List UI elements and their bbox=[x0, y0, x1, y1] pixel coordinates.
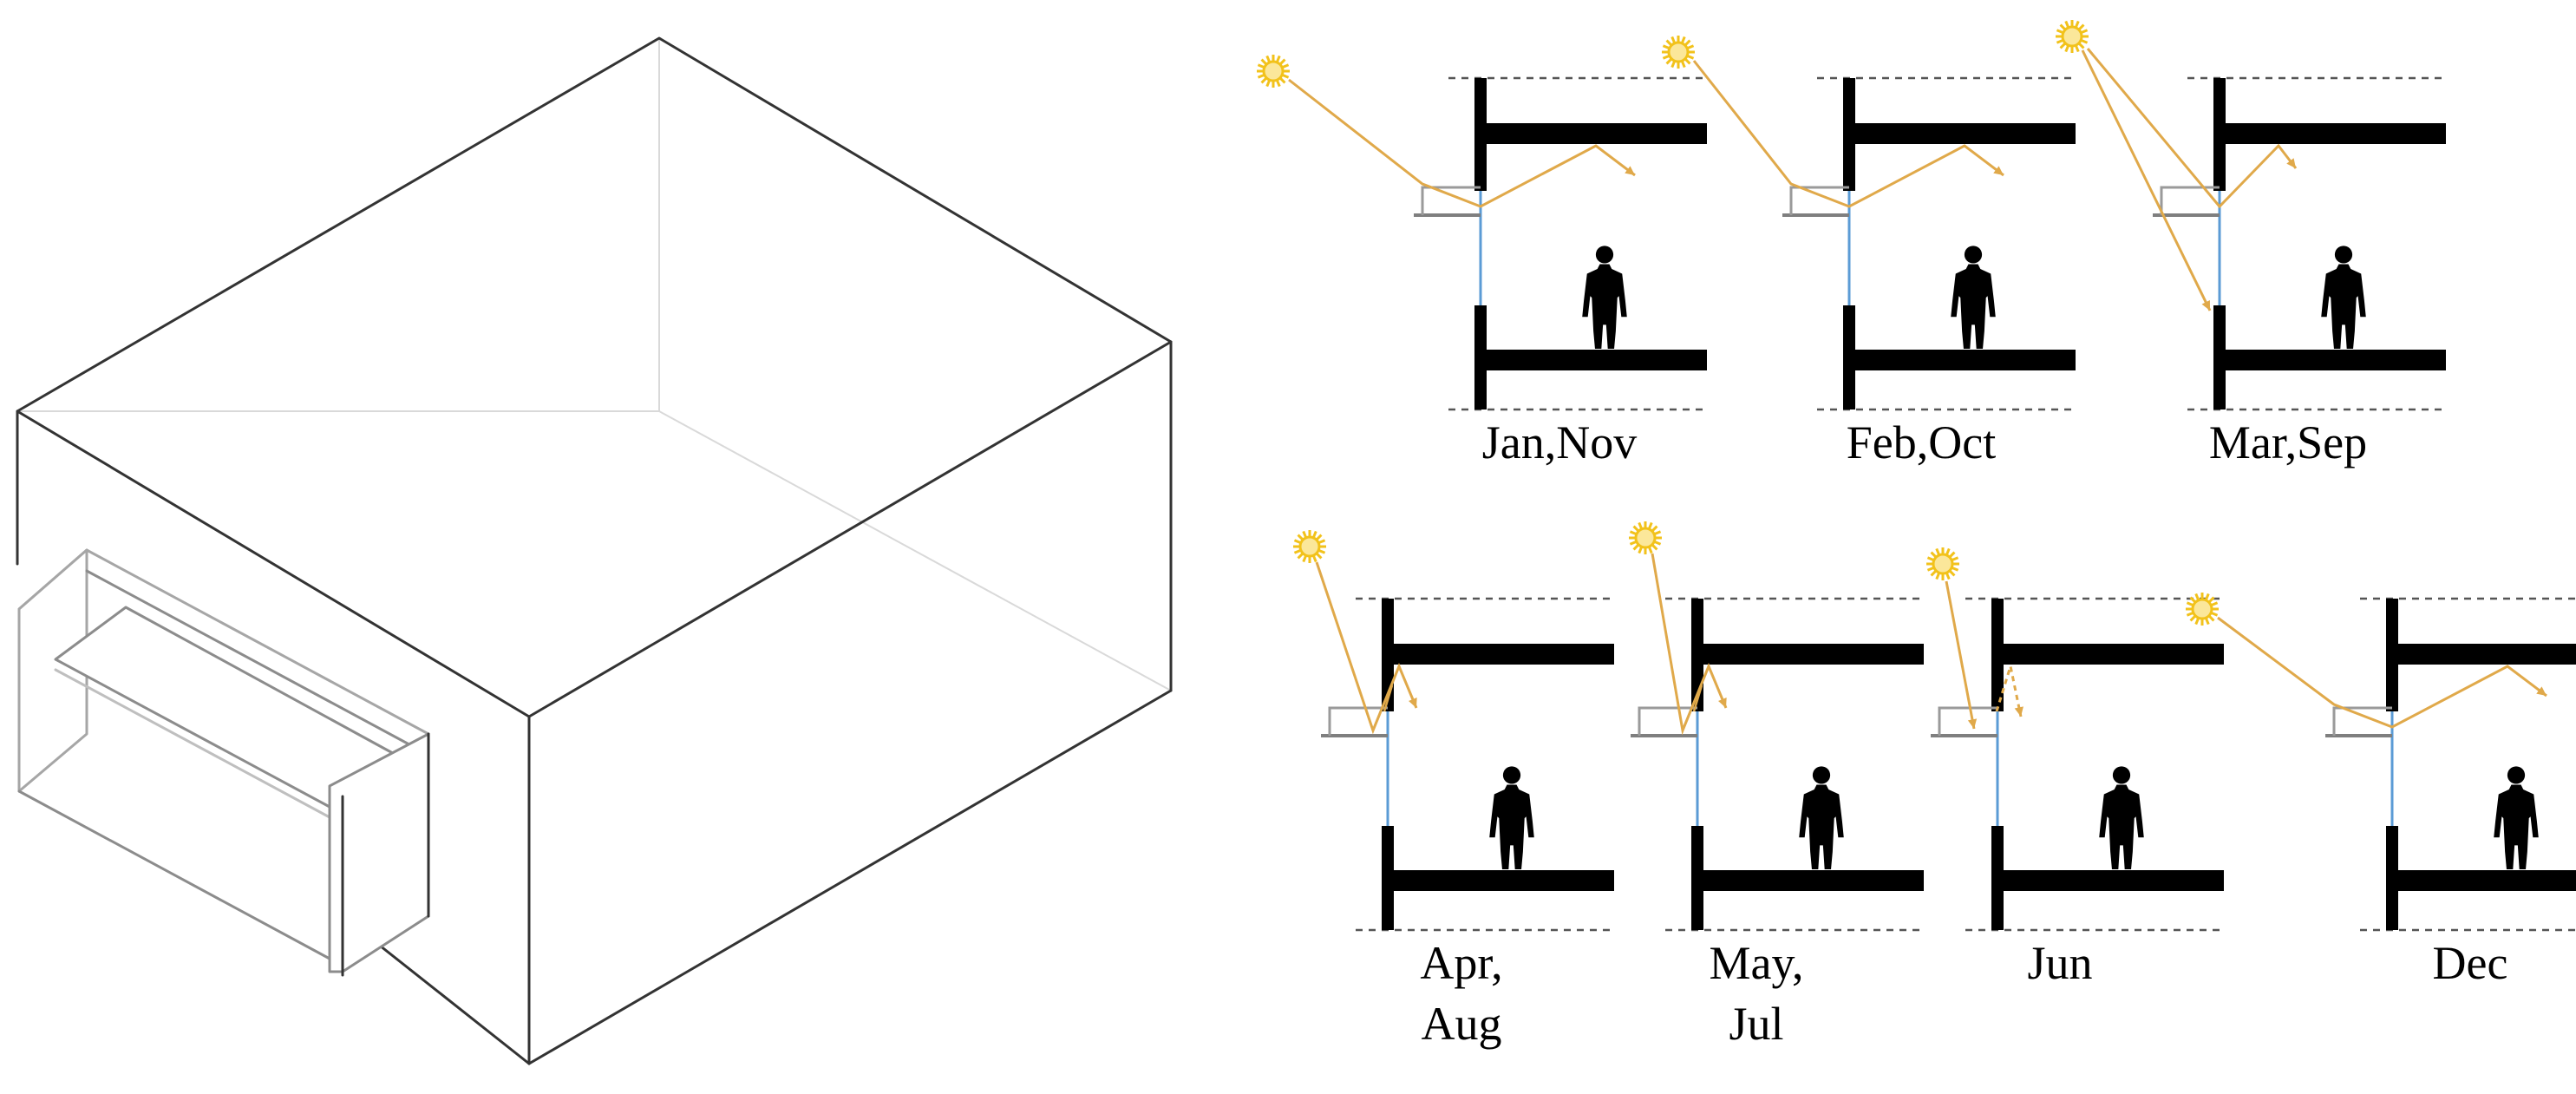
sun-icon bbox=[2186, 593, 2219, 626]
hidden-edges bbox=[16, 37, 1172, 691]
panel-label: Apr, bbox=[1420, 937, 1502, 989]
panel-label: Jul bbox=[1729, 998, 1783, 1050]
light-shelf-upper bbox=[1421, 186, 1481, 215]
panel-label: Jun bbox=[2027, 937, 2092, 989]
floor-slab bbox=[1691, 870, 1924, 891]
section-panel-mar-sep: Mar,Sep bbox=[2056, 20, 2448, 468]
sun-icon bbox=[1293, 530, 1326, 563]
light-shelf-upper bbox=[1328, 706, 1388, 736]
person-icon bbox=[2321, 246, 2366, 349]
room-model-drawing bbox=[16, 36, 1173, 1065]
person-icon bbox=[1799, 766, 1844, 869]
section-panel-jan-nov: Jan,Nov bbox=[1257, 55, 1709, 468]
room-box-outline bbox=[16, 36, 1173, 1065]
ceiling-slab bbox=[2213, 123, 2446, 144]
sun-icon bbox=[2056, 20, 2089, 53]
ceiling-slab bbox=[1991, 644, 2224, 665]
floor-slab bbox=[1843, 350, 2076, 370]
ceiling-slab bbox=[2386, 644, 2576, 665]
person-icon bbox=[1489, 766, 1534, 869]
sun-icon bbox=[1257, 55, 1290, 88]
section-panel-apr-aug: Apr, Aug bbox=[1293, 530, 1616, 1050]
ceiling-slab bbox=[1474, 123, 1707, 144]
floor-slab bbox=[2386, 870, 2576, 891]
floor-slab bbox=[1382, 870, 1614, 891]
panel-label: Feb,Oct bbox=[1847, 416, 1996, 468]
sun-icon bbox=[1926, 547, 1959, 580]
panel-label: May, bbox=[1710, 937, 1804, 989]
light-shelf-upper bbox=[2332, 706, 2392, 736]
light-shelf-upper bbox=[1638, 706, 1697, 736]
sun-icon bbox=[1629, 521, 1662, 554]
floor-slab bbox=[1991, 870, 2224, 891]
panel-label: Mar,Sep bbox=[2209, 416, 2367, 468]
person-icon bbox=[2099, 766, 2144, 869]
floor-slab bbox=[1474, 350, 1707, 370]
ceiling-slab bbox=[1382, 644, 1614, 665]
person-icon bbox=[1951, 246, 1996, 349]
panel-label: Jan,Nov bbox=[1482, 416, 1637, 468]
sun-icon bbox=[1662, 36, 1695, 69]
section-panel-feb-oct: Feb,Oct bbox=[1662, 36, 2077, 468]
ceiling-slab bbox=[1691, 644, 1924, 665]
light-shelf-upper bbox=[1789, 186, 1849, 215]
light-shelf-upper bbox=[1938, 706, 1997, 736]
section-panel-dec: Dec bbox=[2186, 593, 2576, 989]
floor-slab bbox=[2213, 350, 2446, 370]
panel-label: Dec bbox=[2433, 937, 2508, 989]
person-icon bbox=[2494, 766, 2539, 869]
panel-label: Aug bbox=[1422, 998, 1502, 1050]
light-shelf-upper bbox=[2160, 186, 2220, 215]
person-icon bbox=[1582, 246, 1627, 349]
light-shelf-model bbox=[17, 548, 430, 977]
ceiling-slab bbox=[1843, 123, 2076, 144]
section-panel-may-jul: May, Jul bbox=[1629, 521, 1925, 1050]
section-panel-jun: Jun bbox=[1926, 547, 2226, 989]
